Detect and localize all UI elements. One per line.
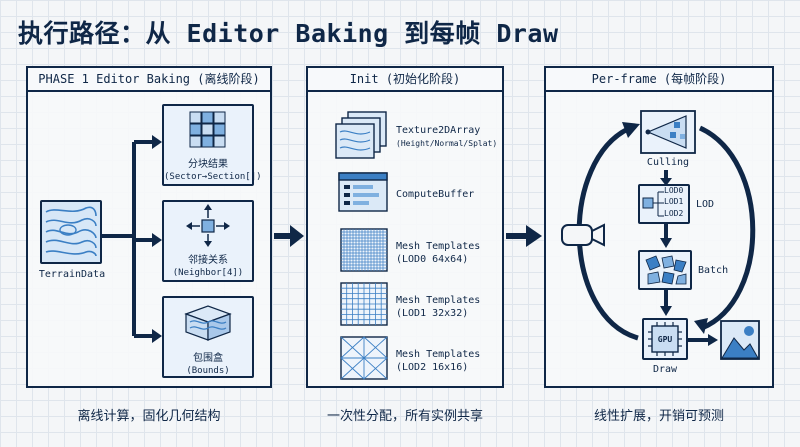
batch-box	[638, 250, 692, 290]
mesh-lod0-label: Mesh Templates	[396, 241, 481, 252]
compute-buffer-icon	[338, 172, 388, 212]
sector-box: 分块结果 (Sector→Section[])	[162, 104, 262, 186]
init-caption: 一次性分配，所有实例共享	[326, 409, 483, 424]
mesh-lod1-label: Mesh Templates	[396, 295, 481, 306]
sector-title: 分块结果	[188, 159, 228, 170]
batch-shapes-icon	[645, 255, 687, 285]
mesh-lod1-sub: (LOD1 32x32)	[396, 308, 469, 319]
gpu-box: GPU	[642, 318, 688, 360]
batch-label: Batch	[698, 265, 729, 276]
grid-blocks-icon	[189, 111, 226, 148]
gpu-chip-icon	[648, 322, 682, 356]
page-title: 执行路径：从 Editor Baking 到每帧 Draw	[18, 19, 559, 48]
neighbor-box: 邻接关系 (Neighbor[4])	[162, 200, 254, 282]
draw-label: Draw	[652, 364, 678, 375]
gpu-label: GPU	[657, 335, 673, 344]
texture-array-icon	[335, 111, 387, 159]
mesh-lod0-icon	[340, 228, 388, 272]
lod2-label: LOD2	[664, 209, 684, 218]
neighbor-title: 邻接关系	[188, 255, 228, 266]
neighbor-arrows-icon	[186, 204, 230, 247]
init-header: Init (初始化阶段)	[308, 68, 502, 92]
texture-array-sub: (Height/Normal/Splat)	[396, 139, 498, 148]
camera-icon	[561, 223, 605, 247]
perframe-caption: 线性扩展，开销可预测	[593, 409, 724, 424]
bounds-subtitle: (Bounds)	[186, 366, 230, 376]
lod-select-box: LOD0 LOD1 LOD2	[638, 184, 690, 224]
terrain-contour-icon	[45, 206, 97, 257]
mesh-lod0-sub: (LOD0 64x64)	[396, 254, 469, 265]
mesh-lod2-icon	[340, 336, 388, 380]
mesh-lod1-icon	[340, 282, 388, 326]
terrain-data-box	[40, 200, 102, 264]
bounds-box: 包围盒 (Bounds)	[162, 296, 254, 378]
bounding-box-icon	[184, 305, 232, 341]
init-panel: Init (初始化阶段)	[306, 66, 504, 388]
terrain-data-label: TerrainData	[38, 269, 106, 280]
texture-array-label: Texture2DArray	[396, 125, 481, 136]
phase1-header: PHASE 1 Editor Baking (离线阶段)	[28, 68, 270, 92]
culling-frustum-icon	[640, 110, 696, 154]
rendered-image-icon	[720, 320, 760, 360]
neighbor-subtitle: (Neighbor[4])	[172, 268, 244, 278]
lod-label: LOD	[696, 199, 715, 210]
perframe-header: Per-frame (每帧阶段)	[546, 68, 772, 92]
bounds-title: 包围盒	[193, 353, 223, 364]
lod-tree-icon	[642, 191, 664, 217]
lod0-label: LOD0	[664, 186, 684, 195]
phase1-caption: 离线计算，固化几何结构	[77, 409, 221, 424]
culling-label: Culling	[646, 157, 690, 168]
compute-buffer-label: ComputeBuffer	[396, 189, 475, 200]
mesh-lod2-sub: (LOD2 16x16)	[396, 362, 469, 373]
sector-subtitle: (Sector→Section[])	[164, 172, 262, 182]
lod1-label: LOD1	[664, 197, 684, 206]
mesh-lod2-label: Mesh Templates	[396, 349, 481, 360]
